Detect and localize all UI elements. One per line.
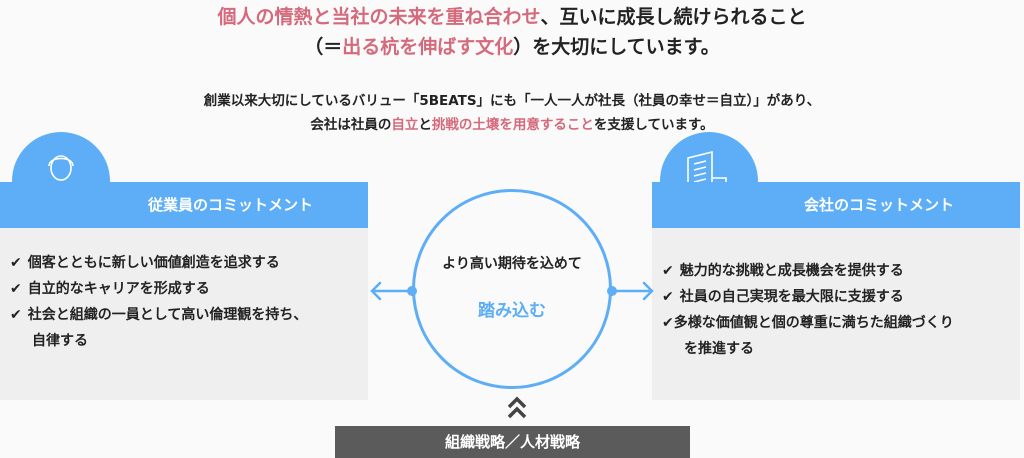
right-arrow-icon [610, 281, 654, 301]
double-chevron-up-icon [507, 396, 527, 419]
heading-pink-2: 出る杭を伸ばす文化 [342, 36, 514, 58]
intro-line-1: 創業以来大切にしているバリュー「5BEATS」にも「一人一人が社長（社員の幸せ＝… [203, 93, 821, 109]
list-item-text: 社員の自己実現を最大限に支援する [679, 289, 904, 305]
heading-text-2: ）を大切にしています。 [513, 36, 720, 58]
list-item-text: 個客とともに新しい価値創造を追求する [27, 255, 280, 271]
list-item: ✔ 自立的なキャリアを形成する [10, 276, 368, 302]
company-panel-title: 会社のコミットメント [652, 182, 1020, 228]
employee-panel-title: 従業員のコミットメント [0, 182, 368, 228]
check-icon: ✔ [662, 289, 674, 305]
center-title: 踏み込む [478, 301, 546, 321]
list-item-text: 自立的なキャリアを形成する [27, 281, 210, 297]
list-item: ✔ 社員の自己実現を最大限に支援する [662, 284, 1020, 310]
list-item-text: 魅力的な挑戦と成長機会を提供する [679, 263, 904, 279]
intro-text: 創業以来大切にしているバリュー「5BEATS」にも「一人一人が社長（社員の幸せ＝… [0, 89, 1024, 137]
check-icon: ✔ [662, 315, 674, 331]
intro-text-a: 会社は社員の [310, 117, 392, 133]
list-item-continuation: 自律する [32, 333, 88, 349]
list-item: ✔ 社会と組織の一員として高い倫理観を持ち、 [10, 302, 368, 328]
list-item: ✔多様な価値観と個の尊重に満ちた組織づくり [662, 310, 1020, 336]
circle-dots [407, 286, 617, 296]
employee-commitment-panel: 従業員のコミットメント ✔ 個客とともに新しい価値創造を追求する ✔ 自立的なキャリ… [0, 182, 368, 400]
list-item-text: 多様な価値観と個の尊重に満ちた組織づくり [673, 315, 954, 331]
intro-pink-2: 挑戦の土壌を用意すること [431, 117, 594, 133]
heading-paren-open: （＝ [304, 36, 343, 58]
intro-pink-1: 自立 [391, 117, 419, 133]
check-icon: ✔ [10, 307, 22, 323]
intro-text-b: と [418, 117, 432, 133]
check-icon: ✔ [10, 255, 22, 271]
company-commitment-panel: 会社のコミットメント ✔ 魅力的な挑戦と成長機会を提供する ✔ 社員の自己実現を最大… [652, 182, 1020, 400]
heading-text-1: 、互いに成長し続けられること [540, 6, 807, 28]
check-icon: ✔ [10, 281, 22, 297]
company-commitment-list: ✔魅力的な挑戦と成長機会を提供する ✔社員の自己実現を最大限に支援する ✔多様な… [652, 228, 1020, 362]
center-subtitle: より高い期待を込めて [442, 256, 582, 272]
list-item-text: 社会と組織の一員として高い倫理観を持ち、 [27, 307, 308, 323]
bidirectional-arrows [370, 281, 654, 301]
employee-commitment-list: ✔ 個客とともに新しい価値創造を追求する ✔ 自立的なキャリアを形成する ✔ 社会と組… [0, 228, 368, 354]
org-hr-strategy-bar: 組織戦略／人材戦略 [335, 426, 690, 458]
heading-pink-1: 個人の情熱と当社の未来を重ね合わせ [217, 6, 541, 28]
list-item: ✔ 魅力的な挑戦と成長機会を提供する [662, 258, 1020, 284]
check-icon: ✔ [662, 263, 674, 279]
left-arrow-icon [370, 281, 414, 301]
intro-text-c: を支援しています。 [593, 117, 714, 133]
main-heading: 個人の情熱と当社の未来を重ね合わせ、互いに成長し続けられること （＝出る杭を伸ば… [0, 2, 1024, 62]
list-item: ✔ 個客とともに新しい価値創造を追求する [10, 250, 368, 276]
list-item-continuation: を推進する [684, 341, 754, 357]
